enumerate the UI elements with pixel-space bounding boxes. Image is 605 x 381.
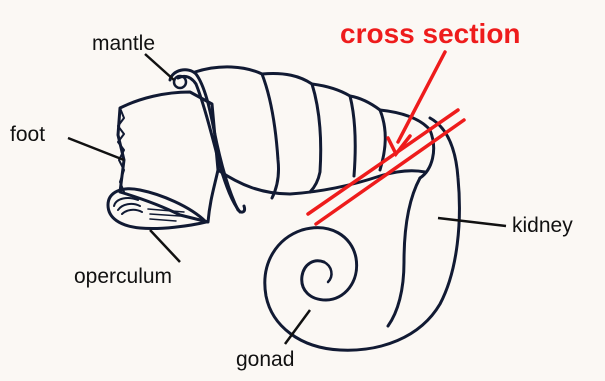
kidney-label: kidney <box>512 214 573 237</box>
cross-section-title: cross section <box>340 18 521 49</box>
gonad-label: gonad <box>236 348 294 371</box>
mantle-label: mantle <box>92 32 155 55</box>
foot-label: foot <box>10 123 45 146</box>
operculum-label: operculum <box>74 265 172 288</box>
